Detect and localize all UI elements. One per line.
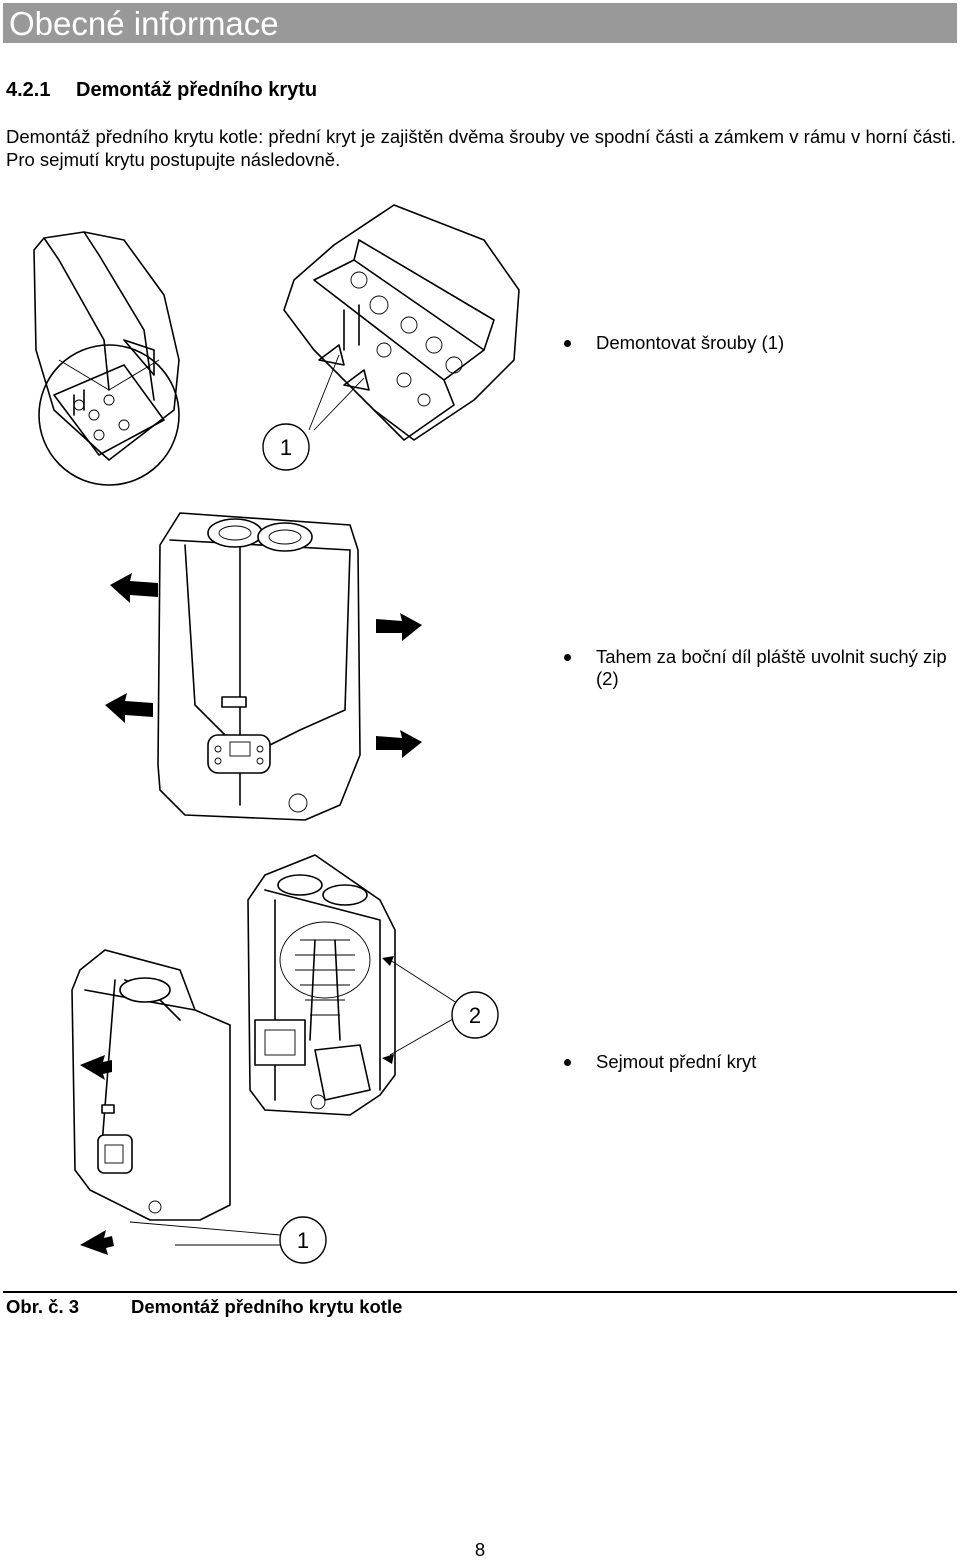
intro-paragraph: Demontáž předního krytu kotle: přední kr…: [6, 126, 956, 170]
boiler-underside-illustration: 1: [33, 204, 520, 486]
bullet-icon: [564, 1059, 571, 1066]
step-text: Tahem za boční díl pláště uvolnit suchý …: [596, 646, 947, 689]
page-header-title: Obecné informace: [9, 5, 279, 42]
figure-label: Obr. č. 3: [6, 1296, 80, 1317]
callout-1-top: 1: [280, 435, 292, 460]
bullet-icon: [564, 654, 571, 661]
header-bar: Obecné informace: [3, 3, 957, 43]
section-heading: 4.2.1 Demontáž předního krytu: [6, 78, 317, 102]
cover-removal-illustration: 2 1: [71, 854, 499, 1264]
step-text: Sejmout přední kryt: [596, 1051, 757, 1072]
callout-1-bottom: 1: [297, 1228, 309, 1253]
caption-divider: [3, 1291, 957, 1293]
page-number: 8: [474, 1539, 486, 1560]
callout-2: 2: [469, 1003, 481, 1028]
section-title: Demontáž předního krytu: [76, 79, 318, 101]
section-number: 4.2.1: [6, 79, 51, 101]
bullet-icon: [564, 340, 571, 347]
step-text: Demontovat šrouby (1): [596, 332, 785, 353]
boiler-front-illustration: [105, 512, 422, 821]
figure-caption: Demontáž předního krytu kotle: [131, 1296, 403, 1317]
